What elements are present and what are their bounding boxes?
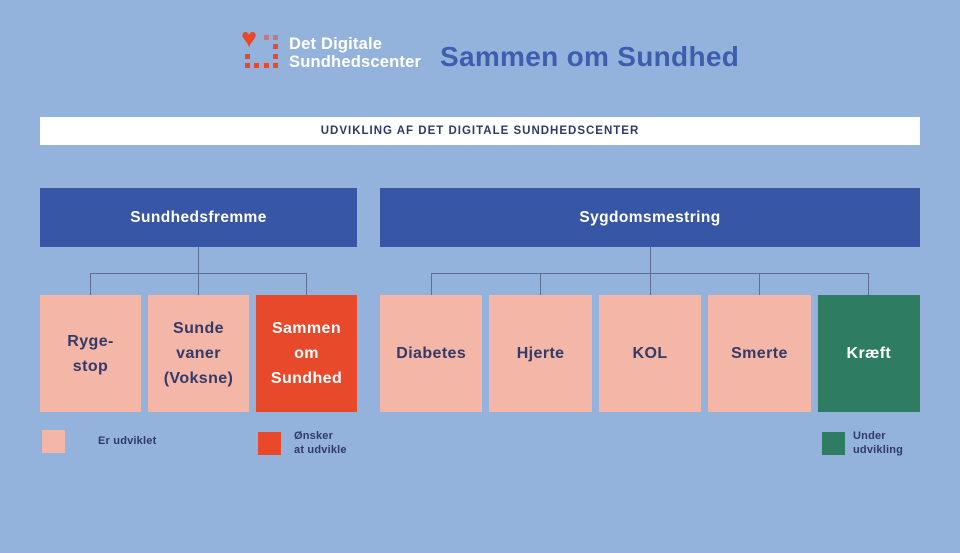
- tree-connector: [380, 247, 920, 295]
- connector-line: [759, 273, 760, 295]
- legend-label: Under udvikling: [853, 430, 904, 456]
- group-children: Ryge- stop Sunde vaner (Voksne) Sammen o…: [40, 295, 357, 412]
- logo-dot: [264, 35, 269, 40]
- node-ryge-stop: Ryge- stop: [40, 295, 141, 412]
- group-sundhedsfremme: Sundhedsfremme Ryge- stop Sunde vaner (V…: [40, 188, 357, 412]
- logo-dot: [273, 54, 278, 59]
- connector-line: [650, 247, 651, 273]
- node-label: Sammen om Sundhed: [270, 320, 343, 387]
- group-header: Sundhedsfremme: [40, 188, 357, 247]
- banner: UDVIKLING AF DET DIGITALE SUNDHEDSCENTER: [40, 117, 920, 145]
- node-label: Kræft: [846, 345, 892, 362]
- node-kraeft: Kræft: [817, 295, 921, 412]
- node-sunde-vaner: Sunde vaner (Voksne): [148, 295, 249, 412]
- heart-icon: ♥: [241, 23, 258, 53]
- legend: Er udviklet Ønsker at udvikle Under udvi…: [0, 430, 960, 462]
- connector-line: [306, 273, 307, 295]
- group-title: Sundhedsfremme: [130, 208, 267, 226]
- node-label: Ryge- stop: [67, 332, 114, 375]
- legend-item-wish: Ønsker at udvikle: [258, 430, 347, 457]
- logo-dot: [264, 63, 269, 68]
- logo-dot: [254, 63, 259, 68]
- connector-line: [90, 273, 91, 295]
- connector-line: [540, 273, 541, 295]
- node-label: Diabetes: [396, 345, 467, 362]
- banner-title: UDVIKLING AF DET DIGITALE SUNDHEDSCENTER: [320, 125, 640, 137]
- logo-dot: [273, 63, 278, 68]
- group-title: Sygdomsmestring: [579, 208, 721, 226]
- group-sygdomsmestring: Sygdomsmestring Diabetes Hjerte KOL Smer…: [380, 188, 921, 412]
- connector-line: [868, 273, 869, 295]
- node-kol: KOL: [598, 295, 702, 412]
- legend-item-developed: Er udviklet: [42, 430, 156, 453]
- node-hjerte: Hjerte: [489, 295, 592, 412]
- logo-dot: [273, 44, 278, 49]
- connector-line: [650, 273, 651, 295]
- legend-swatch-under-development: [822, 432, 845, 455]
- legend-label: Ønsker at udvikle: [294, 430, 347, 456]
- legend-label: Er udviklet: [98, 434, 157, 447]
- logo-icon: ♥: [241, 25, 282, 74]
- connector-line: [198, 273, 199, 295]
- group-header: Sygdomsmestring: [380, 188, 920, 247]
- group-children: Diabetes Hjerte KOL Smerte Kræft: [380, 295, 921, 412]
- legend-swatch-developed: [42, 430, 65, 453]
- connector-line: [198, 247, 199, 273]
- brand-name: Det Digitale Sundhedscenter: [289, 35, 422, 71]
- node-label: KOL: [632, 345, 668, 362]
- node-smerte: Smerte: [708, 295, 811, 412]
- tree-connector: [40, 247, 357, 295]
- legend-swatch-wish: [258, 432, 281, 455]
- logo-dot: [245, 54, 250, 59]
- logo-dot: [273, 35, 278, 40]
- node-sammen-om-sundhed: Sammen om Sundhed: [256, 295, 357, 412]
- legend-item-under-development: Under udvikling: [822, 430, 903, 457]
- page-title: Sammen om Sundhed: [440, 41, 740, 72]
- node-diabetes: Diabetes: [380, 295, 483, 412]
- node-label: Hjerte: [516, 345, 565, 362]
- logo-dot: [245, 63, 250, 68]
- node-label: Smerte: [731, 345, 788, 362]
- node-label: Sunde vaner (Voksne): [163, 320, 234, 387]
- connector-line: [431, 273, 432, 295]
